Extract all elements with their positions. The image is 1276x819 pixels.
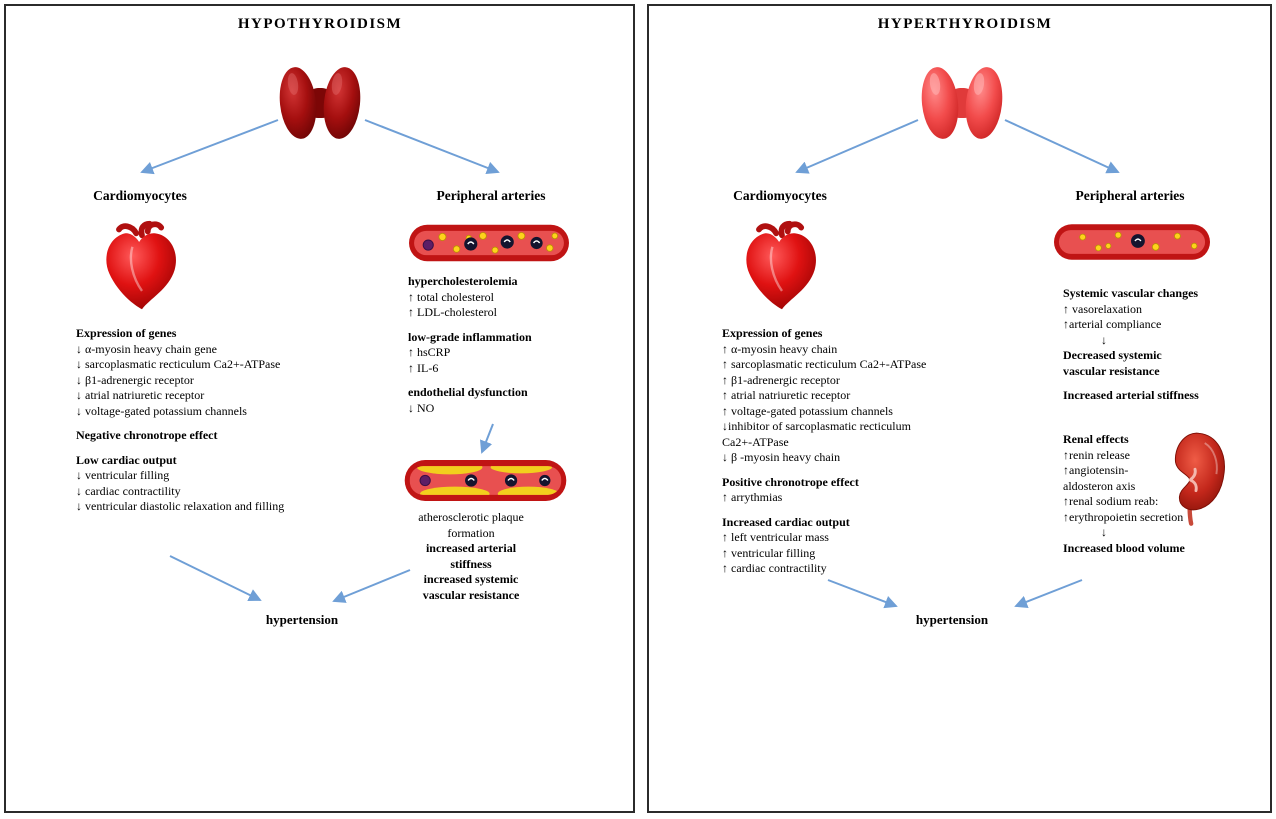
- spacer: [76, 444, 284, 453]
- section-heading: Renal effects: [1063, 432, 1129, 446]
- list-item: ↑renal sodium reab:: [1063, 494, 1159, 508]
- spacer: [408, 321, 532, 330]
- cardiomyocytes-label: Cardiomyocytes: [733, 188, 827, 203]
- hypertension-label: hypertension: [915, 612, 989, 627]
- list-item: ↓ cardiac contractility: [76, 483, 181, 498]
- list-item: ↓ atrial natriuretic receptor: [76, 388, 205, 402]
- section-heading: Increased cardiac output: [722, 514, 850, 529]
- list-item: ↓ ventricular filling: [76, 468, 170, 482]
- list-item: ↓ ventricular diastolic relaxation and f…: [76, 499, 285, 513]
- list-item: ↑ left ventricular mass: [722, 530, 829, 544]
- section-heading: Negative chronotrope effect: [76, 428, 218, 442]
- list-item: ↑ cardiac contractility: [722, 561, 827, 575]
- hyper-cardiomyocyte-effects-list: Expression of genes ↑ α-myosin heavy cha…: [722, 326, 926, 577]
- hyperthyroidism-panel: [647, 4, 1272, 813]
- hypothyroidism-title: HYPOTHYROIDISM: [237, 16, 403, 32]
- thyroid-icon: [910, 58, 1014, 146]
- hypo-cardiomyocyte-effects-list: Expression of genes ↓ α-myosin heavy cha…: [76, 326, 284, 515]
- atherosclerotic-artery-icon: [403, 458, 568, 503]
- section-heading: vascular resistance: [422, 587, 520, 602]
- section-heading: increased arterial: [425, 541, 517, 555]
- hyperthyroidism-title: HYPERTHYROIDISM: [877, 16, 1053, 32]
- spacer: [1063, 379, 1199, 388]
- list-item: ↓ β1-adrenergic receptor: [76, 372, 194, 387]
- cardiomyocytes-label: Cardiomyocytes: [93, 188, 187, 203]
- section-heading: Expression of genes: [722, 326, 823, 340]
- peripheral-arteries-label: Peripheral arteries: [1075, 188, 1185, 203]
- list-item: ↑ ventricular filling: [722, 545, 816, 560]
- heart-icon: [94, 218, 190, 314]
- list-item: aldosteron axis: [1063, 478, 1136, 493]
- spacer: [408, 376, 532, 385]
- spacer: [722, 466, 926, 475]
- list-item: atherosclerotic plaque: [418, 510, 524, 524]
- list-item: ↑ IL-6: [408, 360, 439, 375]
- section-heading: Low cardiac output: [76, 452, 177, 467]
- hyper-vascular-effects-list: Systemic vascular changes ↑ vasorelaxati…: [1063, 286, 1199, 404]
- spacer: [76, 419, 284, 428]
- hypertension-label: hypertension: [265, 612, 339, 627]
- section-heading: Expression of genes: [76, 326, 177, 340]
- list-item: formation: [447, 525, 495, 540]
- list-item: ↑erythropoietin secretion: [1063, 509, 1184, 524]
- list-item: ↑arterial compliance: [1063, 317, 1162, 331]
- section-heading: endothelial dysfunction: [408, 385, 528, 399]
- list-item: ↑renin release: [1063, 447, 1130, 462]
- list-item: ↓ sarcoplasmatic recticulum Ca2+-ATPase: [76, 357, 281, 371]
- artery-icon: [1053, 222, 1211, 262]
- list-item: ↑ α-myosin heavy chain: [722, 341, 838, 356]
- list-item: ↑ β1-adrenergic receptor: [722, 372, 840, 387]
- list-item: ↓inhibitor of sarcoplasmatic recticulum: [722, 419, 911, 433]
- list-item: ↓ NO: [408, 400, 435, 415]
- list-item: ↓ voltage-gated potassium channels: [76, 403, 247, 418]
- spacer: [722, 506, 926, 515]
- hypothyroidism-panel: [4, 4, 635, 813]
- heart-icon: [734, 218, 830, 314]
- section-heading: Decreased systemic: [1063, 348, 1162, 362]
- section-heading: low-grade inflammation: [408, 329, 532, 344]
- artery-icon: [408, 222, 570, 264]
- thyroid-icon: [268, 58, 372, 146]
- list-item: ↑angiotensin-: [1063, 463, 1129, 477]
- list-item: ↓ α-myosin heavy chain gene: [76, 341, 217, 356]
- list-item: ↑ hsCRP: [408, 345, 451, 359]
- kidney-icon: [1162, 428, 1230, 528]
- list-item: ↓ β -myosin heavy chain: [722, 450, 841, 464]
- list-item: Ca2+-ATPase: [722, 434, 789, 449]
- section-heading: Systemic vascular changes: [1063, 286, 1199, 300]
- list-item: ↑ voltage-gated potassium channels: [722, 403, 893, 418]
- section-heading: increased systemic: [423, 572, 519, 586]
- down-arrow-glyph: ↓: [1101, 525, 1107, 539]
- list-item: ↑ vasorelaxation: [1063, 301, 1142, 316]
- list-item: ↑ sarcoplasmatic recticulum Ca2+-ATPase: [722, 357, 927, 371]
- section-heading: stiffness: [450, 556, 492, 571]
- list-item: ↑ LDL-cholesterol: [408, 305, 497, 319]
- down-arrow-glyph: ↓: [1101, 332, 1107, 347]
- section-heading: Positive chronotrope effect: [722, 474, 859, 489]
- list-item: ↑ arrythmias: [722, 490, 783, 504]
- athero-consequences-block: atherosclerotic plaque formation increas…: [406, 510, 536, 603]
- section-heading: vascular resistance: [1063, 363, 1160, 378]
- hyper-renal-effects-list: Renal effects ↑renin release ↑angiotensi…: [1063, 432, 1185, 556]
- list-item: ↑ total cholesterol: [408, 289, 494, 304]
- hypo-artery-effects-list: hypercholesterolemia ↑ total cholesterol…: [408, 274, 532, 416]
- section-heading: Increased blood volume: [1063, 540, 1185, 555]
- section-heading: Increased arterial stiffness: [1063, 388, 1199, 402]
- list-item: ↑ atrial natriuretic receptor: [722, 388, 851, 402]
- peripheral-arteries-label: Peripheral arteries: [436, 188, 546, 203]
- section-heading: hypercholesterolemia: [408, 274, 518, 288]
